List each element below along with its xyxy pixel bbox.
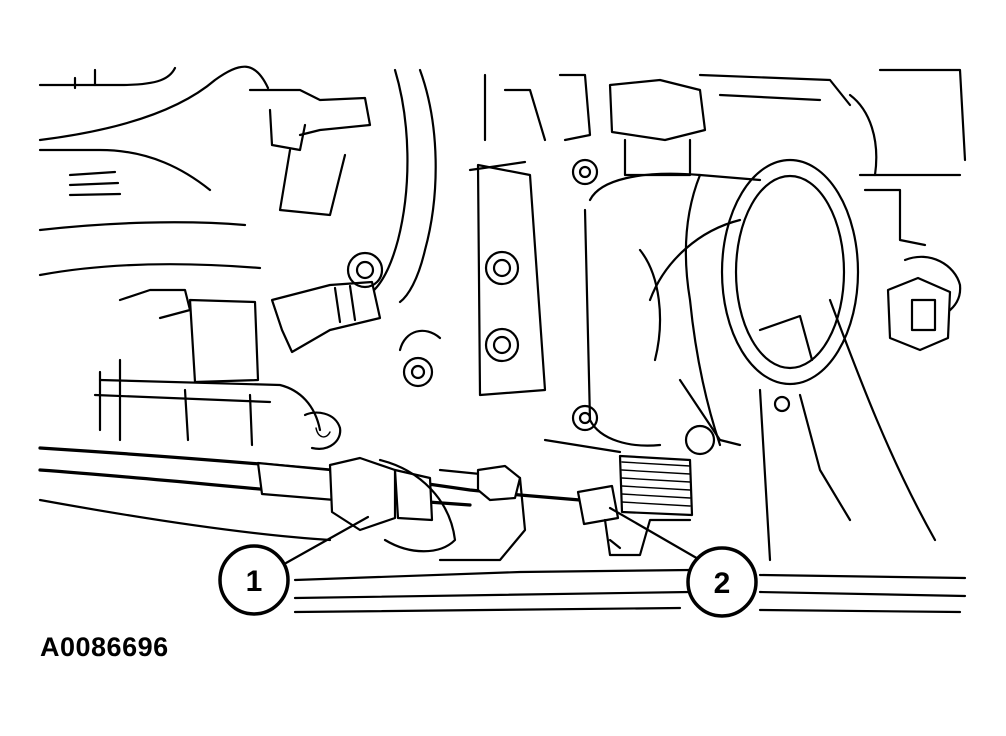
throttle-return-spring <box>576 454 694 557</box>
throttle-cable <box>38 438 622 562</box>
callout-1-number: 1 <box>246 565 263 598</box>
callout-1: 1 <box>218 515 370 616</box>
lower-frame <box>38 498 967 614</box>
intake-block <box>483 73 852 432</box>
figure-id-label: A0086696 <box>40 632 169 662</box>
upper-hose <box>248 68 437 304</box>
right-fitting <box>758 68 967 562</box>
throttle-body <box>583 158 860 456</box>
upper-left-housing <box>38 65 270 277</box>
electrical-connector <box>270 280 382 354</box>
left-sensor-body <box>93 288 342 450</box>
callout-2-circle <box>686 546 758 618</box>
callout-1-circle <box>218 544 290 616</box>
mounting-bracket <box>346 160 547 397</box>
callout-2-number: 2 <box>714 567 731 600</box>
callout-2: 2 <box>608 506 758 618</box>
